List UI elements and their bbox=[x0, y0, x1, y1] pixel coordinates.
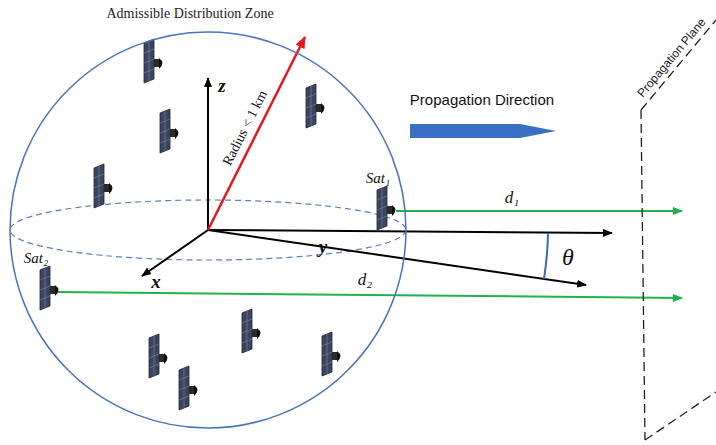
direction-arrow bbox=[410, 124, 556, 138]
axis-label: x bbox=[151, 272, 161, 293]
zone-title: Admissible Distribution Zone bbox=[104, 6, 275, 21]
direction-label: Propagation Direction bbox=[410, 92, 554, 109]
satellite-icon bbox=[377, 186, 396, 230]
satellite-icon bbox=[179, 366, 198, 410]
satellite-icon bbox=[160, 109, 179, 153]
axis-label: z bbox=[218, 76, 225, 97]
plane-label: Propagation Plane bbox=[634, 14, 710, 101]
satellite-label: Sat₂ bbox=[24, 250, 48, 267]
radius-arrow bbox=[208, 37, 305, 230]
distance-arrow bbox=[58, 292, 682, 298]
angle-label: θ bbox=[562, 244, 574, 270]
satellite-icon bbox=[144, 39, 163, 83]
node-outline bbox=[8, 0, 408, 432]
y-axis bbox=[208, 230, 612, 233]
propagation-plane: Propagation Plane bbox=[630, 0, 716, 445]
satellite-icon bbox=[306, 84, 325, 128]
axis-label: y bbox=[319, 237, 327, 258]
x-axis bbox=[142, 230, 208, 276]
zone-sphere: Admissible Distribution Zone bbox=[8, 0, 408, 432]
satellite-label: Sat₁ bbox=[366, 170, 390, 187]
tilted-axis bbox=[208, 230, 586, 285]
distance-label: d₁ bbox=[505, 189, 519, 208]
distance-arrow bbox=[396, 210, 682, 212]
angle-arc bbox=[544, 233, 548, 279]
satellite-icon bbox=[322, 332, 341, 376]
z-axis bbox=[207, 78, 209, 230]
satellite-icon bbox=[242, 309, 261, 353]
satellite-icon bbox=[149, 334, 168, 378]
distance-label: d₂ bbox=[358, 271, 372, 290]
satellite-icon bbox=[94, 164, 113, 208]
satellite-icon bbox=[40, 266, 59, 310]
